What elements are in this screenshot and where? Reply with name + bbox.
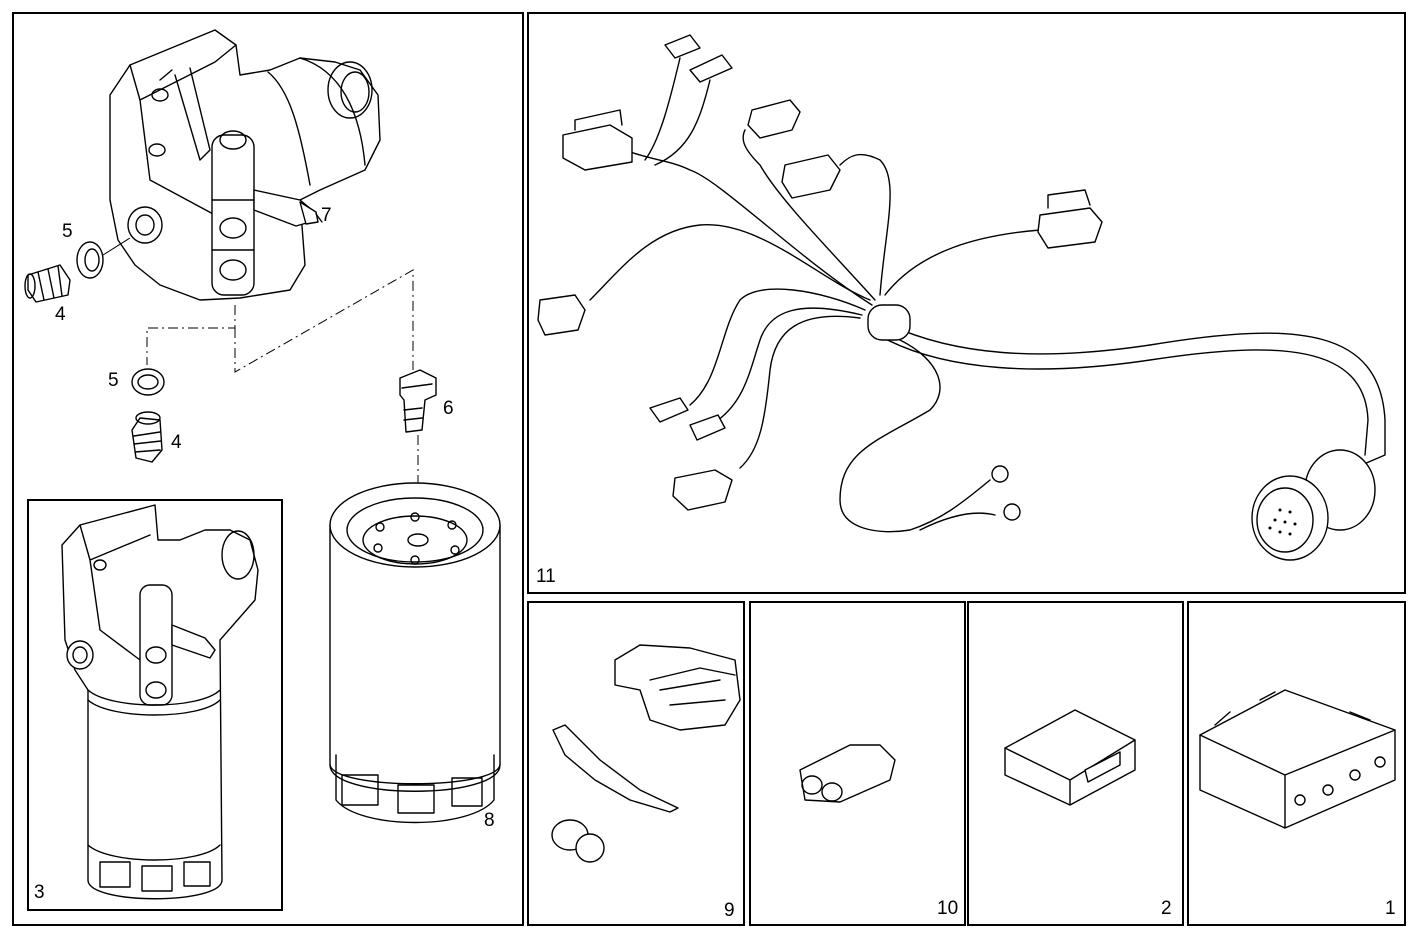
banjo-fitting-upper [24, 264, 71, 303]
connector-top-left [562, 124, 633, 171]
callout-9: 9 [724, 900, 735, 921]
seal-plug [551, 819, 605, 863]
connector-left [537, 294, 586, 336]
callout-10: 10 [937, 898, 958, 919]
connector-lower [672, 469, 733, 511]
callout-1: 1 [1385, 898, 1396, 919]
ring-terminal-lower [1003, 503, 1021, 521]
sealing-washer-lower [131, 368, 165, 396]
connector-small-upper [664, 34, 701, 59]
plug-connector [799, 744, 896, 803]
connector-small-mid [689, 54, 733, 83]
panel-connector-kit [527, 601, 745, 926]
ring-terminal-upper [991, 465, 1009, 483]
connector-center [781, 154, 841, 199]
callout-4-lower: 4 [171, 432, 182, 453]
panel-small-module [967, 601, 1184, 926]
filter-cartridge [329, 482, 501, 824]
callout-5-lower: 5 [108, 370, 119, 391]
filter-head [109, 29, 381, 301]
wiring-harness [537, 34, 1386, 561]
filter-assembly [61, 504, 259, 900]
banjo-fitting-lower [131, 411, 163, 463]
panel-fuel-filter [12, 12, 524, 926]
panel-wiring-harness [527, 12, 1406, 594]
sealing-washer-upper [76, 241, 104, 279]
callout-7: 7 [321, 205, 332, 226]
panel-filter-assembly [27, 499, 283, 911]
callout-6: 6 [443, 398, 454, 419]
connector-center-top [747, 99, 801, 139]
callout-2: 2 [1161, 898, 1172, 919]
round-connector [1251, 449, 1376, 561]
callout-8: 8 [484, 810, 495, 831]
connector-right [1037, 207, 1103, 249]
connector-housing [614, 644, 741, 731]
callout-3: 3 [34, 882, 45, 903]
connector-flat-b [689, 414, 726, 441]
assembly-line-a [146, 305, 236, 365]
assembly-line-b [234, 269, 414, 373]
panel-control-unit [1187, 601, 1406, 926]
crimp-terminal [552, 724, 679, 813]
panel-plug [749, 601, 966, 926]
callout-4-upper: 4 [55, 304, 66, 325]
control-unit-box [1199, 689, 1396, 829]
small-module-box [1004, 709, 1136, 806]
callout-11: 11 [536, 566, 556, 587]
hose-nipple [399, 369, 437, 433]
connector-flat-a [649, 397, 689, 423]
callout-5-upper: 5 [62, 221, 73, 242]
